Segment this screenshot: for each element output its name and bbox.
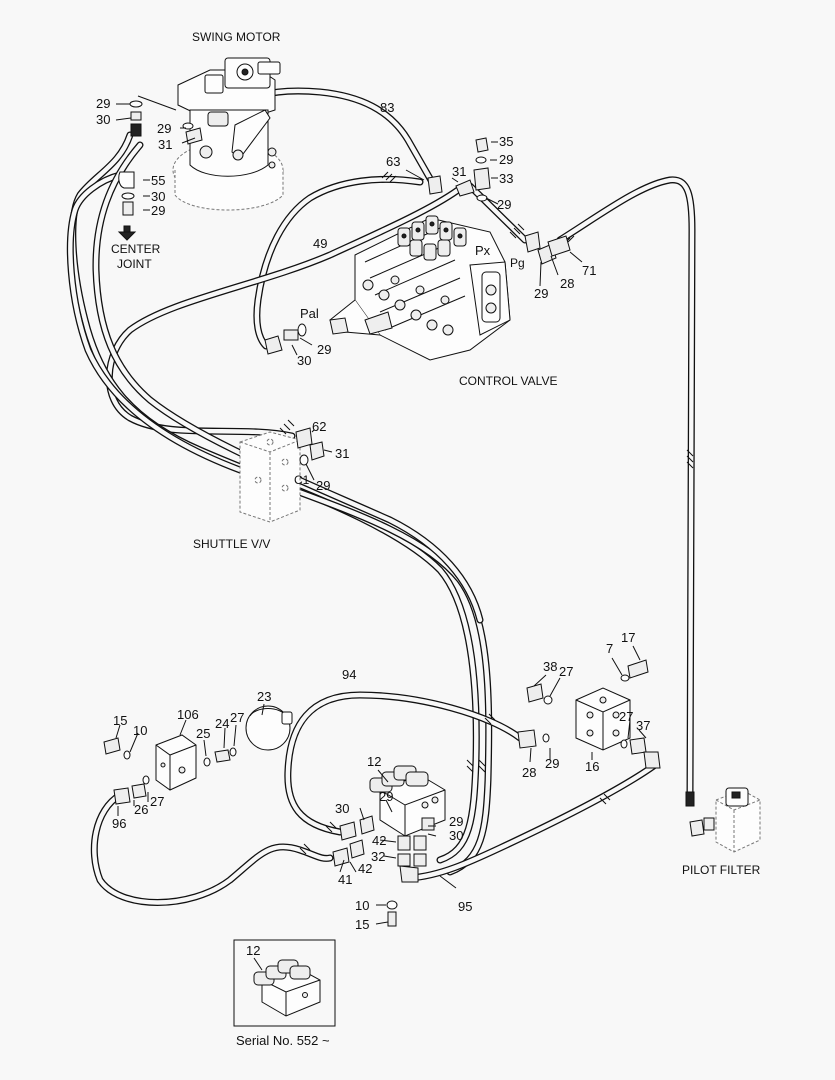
callout-24: 24 (215, 716, 229, 731)
caption-control-valve: CONTROL VALVE (459, 374, 557, 388)
callout-30: 30 (151, 189, 165, 204)
hose-swing-left-c (92, 141, 484, 624)
callout-106: 106 (177, 707, 199, 722)
callout-29: 29 (449, 814, 463, 829)
hose-94 (284, 691, 524, 836)
pilot-filter (685, 787, 761, 853)
caption-serial: Serial No. 552 ~ (236, 1033, 330, 1048)
callout-27: 27 (559, 664, 573, 679)
serial-inset (233, 939, 336, 1027)
callout-numbers: 29 30 29 31 55 30 29 83 63 31 35 29 33 2… (96, 96, 650, 958)
callout-30: 30 (449, 828, 463, 843)
callout-16: 16 (585, 759, 599, 774)
cv-fittings (264, 137, 583, 356)
callout-29: 29 (497, 197, 511, 212)
callout-29: 29 (499, 152, 513, 167)
hose-63 (253, 175, 424, 350)
hose-49 (105, 186, 462, 440)
callout-15: 15 (355, 917, 369, 932)
callout-71: 71 (582, 263, 596, 278)
callout-27: 27 (150, 794, 164, 809)
callout-38: 38 (543, 659, 557, 674)
callout-29: 29 (316, 478, 330, 493)
callout-27: 27 (619, 709, 633, 724)
center-joint-arrow (117, 225, 137, 241)
callout-29: 29 (534, 286, 548, 301)
callout-95: 95 (458, 899, 472, 914)
callout-7: 7 (606, 641, 613, 656)
callout-29: 29 (157, 121, 171, 136)
callout-55: 55 (151, 173, 165, 188)
valve-ports (362, 275, 454, 336)
callout-29: 29 (379, 789, 393, 804)
callout-41: 41 (338, 872, 352, 887)
callout-42: 42 (358, 861, 372, 876)
callout-33: 33 (499, 171, 513, 186)
callout-29: 29 (151, 203, 165, 218)
callout-12: 12 (367, 754, 381, 769)
callout-29: 29 (96, 96, 110, 111)
port-c1: C1 (294, 473, 310, 487)
callout-49: 49 (313, 236, 327, 251)
callout-31: 31 (158, 137, 172, 152)
callout-94: 94 (342, 667, 356, 682)
swing-fittings (115, 95, 203, 216)
caption-pilot-filter: PILOT FILTER (682, 863, 761, 877)
caption-center: CENTER (111, 242, 161, 256)
callout-27: 27 (230, 710, 244, 725)
block-16 (517, 645, 661, 769)
callout-37: 37 (636, 718, 650, 733)
caption-swing-motor: SWING MOTOR (192, 30, 281, 44)
callout-29: 29 (317, 342, 331, 357)
caption-joint: JOINT (117, 257, 152, 271)
callout-26: 26 (134, 802, 148, 817)
port-pal: Pal (300, 306, 319, 321)
callout-28: 28 (560, 276, 574, 291)
callout-63: 63 (386, 154, 400, 169)
swing-motor (172, 57, 284, 211)
callout-28: 28 (522, 765, 536, 780)
callout-31: 31 (452, 164, 466, 179)
callout-12: 12 (246, 943, 260, 958)
port-px: Px (475, 243, 491, 258)
callout-29: 29 (545, 756, 559, 771)
callout-83: 83 (380, 100, 394, 115)
callout-32: 32 (371, 849, 385, 864)
spool-caps (397, 215, 467, 261)
callout-31: 31 (335, 446, 349, 461)
hose-71-pilot (556, 176, 696, 799)
callout-25: 25 (196, 726, 210, 741)
callout-23: 23 (257, 689, 271, 704)
callout-30: 30 (297, 353, 311, 368)
accumulator-23 (245, 703, 293, 751)
callout-62: 62 (312, 419, 326, 434)
port-pg: Pg (510, 256, 525, 270)
shuttle-valve (239, 427, 333, 523)
block-106 (103, 719, 237, 816)
callout-17: 17 (621, 630, 635, 645)
callout-15: 15 (113, 713, 127, 728)
callout-30: 30 (335, 801, 349, 816)
caption-shuttle-vv: SHUTTLE V/V (193, 537, 270, 551)
callout-42: 42 (372, 833, 386, 848)
callout-10: 10 (133, 723, 147, 738)
callout-96: 96 (112, 816, 126, 831)
control-valve (329, 215, 511, 361)
hose-95 (406, 761, 659, 882)
callout-35: 35 (499, 134, 513, 149)
callout-10: 10 (355, 898, 369, 913)
callout-30: 30 (96, 112, 110, 127)
manifold-12 (332, 765, 457, 927)
